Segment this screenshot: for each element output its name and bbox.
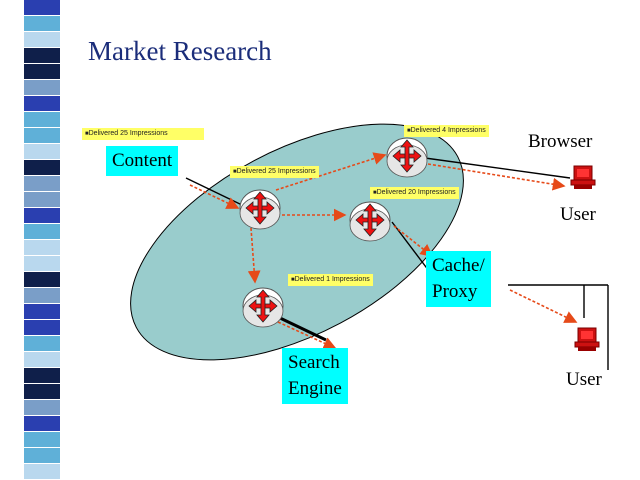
router-icon-top: [386, 137, 428, 178]
strip-block: [24, 464, 60, 479]
impression-label-mid-router: ■Delivered 20 Impressions: [370, 187, 459, 199]
strip-block: [24, 288, 60, 303]
strip-block: [24, 384, 60, 399]
strip-block: [24, 0, 60, 15]
strip-block: [24, 336, 60, 351]
strip-block: [24, 176, 60, 191]
router-icon-bottom: [242, 287, 284, 328]
strip-block: [24, 240, 60, 255]
left-decorative-strip: [0, 0, 64, 480]
search-engine-line2: Engine: [288, 378, 342, 399]
strip-block: [24, 64, 60, 79]
search-engine-line1: Search: [288, 352, 340, 373]
strip-block: [24, 272, 60, 287]
impression-label-content: ■Delivered 25 Impressions: [82, 128, 204, 140]
link-router-browser: [424, 157, 571, 179]
cache-proxy-line2: Proxy: [432, 281, 478, 302]
strip-block: [24, 48, 60, 63]
content-label: Content: [106, 146, 179, 176]
strip-block: [24, 416, 60, 431]
strip-block: [24, 448, 60, 463]
arrow-router-bottom: [247, 227, 261, 284]
user-label-bottom: User: [566, 369, 602, 390]
search-engine-label: Search Engine: [282, 348, 348, 404]
arrow-router-search: [277, 321, 337, 350]
router-icon-left: [239, 189, 281, 230]
strip-block: [24, 80, 60, 95]
router-icon-mid: [349, 201, 391, 242]
arrow-content-router: [189, 184, 240, 209]
impression-label-left-router: ■Delivered 25 Impressions: [230, 166, 319, 178]
cache-proxy-label: Cache/ Proxy: [426, 251, 491, 307]
arrow-cache-user: [509, 289, 578, 323]
strip-block: [24, 32, 60, 47]
computer-icon-top: [570, 165, 596, 190]
cache-proxy-line1: Cache/: [432, 255, 485, 276]
strip-block: [24, 192, 60, 207]
impression-label-top-router: ■Delivered 4 Impressions: [404, 125, 489, 137]
strip-block: [24, 320, 60, 335]
strip-block: [24, 352, 60, 367]
impression-label-bottom-router: ■Delivered 1 Impressions: [288, 274, 373, 286]
link-router-search: [279, 316, 327, 342]
strip-block: [24, 304, 60, 319]
arrow-router-top: [275, 152, 387, 191]
link-router-cache: [391, 221, 433, 276]
strip-block: [24, 160, 60, 175]
browser-label: Browser: [528, 131, 593, 152]
strip-block: [24, 400, 60, 415]
strip-block: [24, 368, 60, 383]
strip-pattern: [0, 0, 60, 480]
strip-block: [24, 256, 60, 271]
arrow-router-cache: [393, 225, 434, 257]
user-label-top: User: [560, 204, 596, 225]
strip-block: [24, 16, 60, 31]
strip-block: [24, 224, 60, 239]
page-title: Market Research: [88, 36, 272, 66]
strip-block: [24, 432, 60, 447]
strip-block: [24, 208, 60, 223]
strip-block: [24, 128, 60, 143]
arrow-router-browser: [427, 163, 566, 191]
strip-block: [24, 144, 60, 159]
strip-block: [24, 112, 60, 127]
strip-block: [24, 96, 60, 111]
computer-icon-bottom: [574, 327, 600, 352]
network-cloud: [130, 123, 464, 361]
